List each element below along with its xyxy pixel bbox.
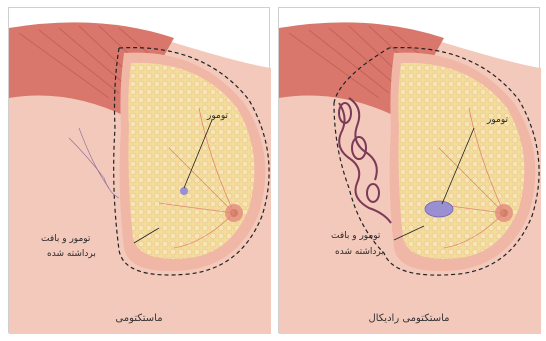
removed-label-line2: برداشته شده	[47, 248, 96, 260]
tumor	[425, 201, 453, 217]
breast-illustration-left	[9, 8, 271, 334]
tumor	[180, 187, 188, 195]
panel-caption: ماستکتومی	[9, 313, 269, 324]
removed-label-line1: تومور و بافت	[331, 230, 380, 242]
tumor-label: تومور	[487, 114, 508, 126]
tumor-label: تومور	[207, 110, 228, 122]
panel-caption: ماستکتومی رادیکال	[279, 313, 539, 324]
panel-radical-mastectomy: تومور تومور و بافت برداشته شده ماستکتومی…	[278, 7, 540, 333]
removed-label-line2: برداشته شده	[335, 246, 384, 258]
breast-illustration-right	[279, 8, 541, 334]
panel-mastectomy: تومور تومور و بافت برداشته شده ماستکتومی	[8, 7, 270, 333]
removed-label-line1: تومور و بافت	[41, 233, 90, 245]
